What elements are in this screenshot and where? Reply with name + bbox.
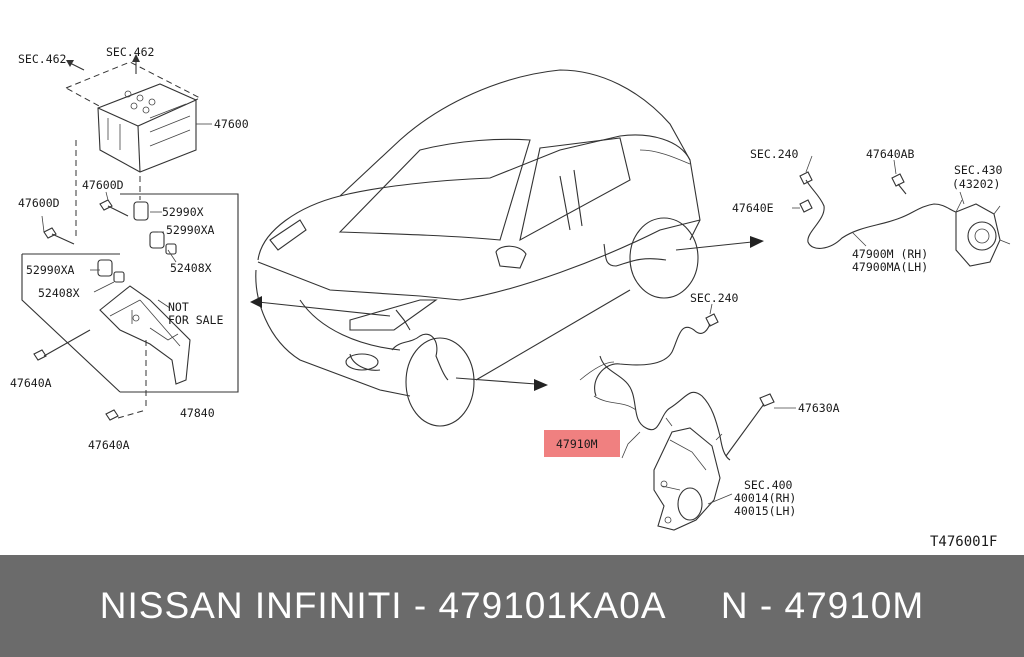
label-47640A-a: 47640A [10,376,52,390]
diagram-code: T476001F [930,534,997,550]
label-not: NOT [168,300,189,314]
label-47640E: 47640E [732,201,774,215]
highlight-box [544,430,620,457]
leader-lines [90,155,965,505]
part-number-caption: NISSAN INFINITI - 479101KA0A N - 47910M [99,585,925,626]
label-40015: 40015(LH) [734,504,796,518]
label-47640AB: 47640AB [866,147,915,161]
footer-bar: NISSAN INFINITI - 479101KA0A N - 47910M [0,555,1024,657]
label-sec430: SEC.430 [954,163,1003,177]
front-wheel-sensor-group [579,313,796,531]
parts-diagram: SEC.462 SEC.462 47600 47600D 47600D 5299… [10,45,1011,550]
label-47840: 47840 [180,406,215,420]
vehicle-outline [255,69,701,427]
label-52408X-a: 52408X [170,261,212,275]
label-47630A: 47630A [798,401,840,415]
label-47600D-a: 47600D [82,178,124,192]
pointer-arrows [250,236,764,391]
bracket-group-47840 [21,193,239,421]
label-52990X: 52990X [162,205,204,219]
label-43202: (43202) [952,177,1000,191]
label-47900M: 47900M (RH) [852,247,928,261]
label-sec240-b: SEC.240 [690,291,739,305]
label-40014: 40014(RH) [734,491,796,505]
label-sec462-a: SEC.462 [18,52,66,66]
label-47900MA: 47900MA(LH) [852,260,928,274]
label-sec400: SEC.400 [744,478,793,492]
label-for-sale: FOR SALE [168,313,223,327]
label-47600: 47600 [214,117,249,131]
label-52990XA-b: 52990XA [26,263,75,277]
label-47640A-b: 47640A [88,438,130,452]
label-sec462-b: SEC.462 [106,45,154,59]
abs-actuator-47600 [64,54,212,173]
label-52990XA-a: 52990XA [166,223,215,237]
label-52408X-b: 52408X [38,286,80,300]
rear-wheel-sensor-group [799,171,1011,267]
label-47910M: 47910M [556,437,598,451]
label-sec240-a: SEC.240 [750,147,799,161]
label-47600D-b: 47600D [18,196,60,210]
